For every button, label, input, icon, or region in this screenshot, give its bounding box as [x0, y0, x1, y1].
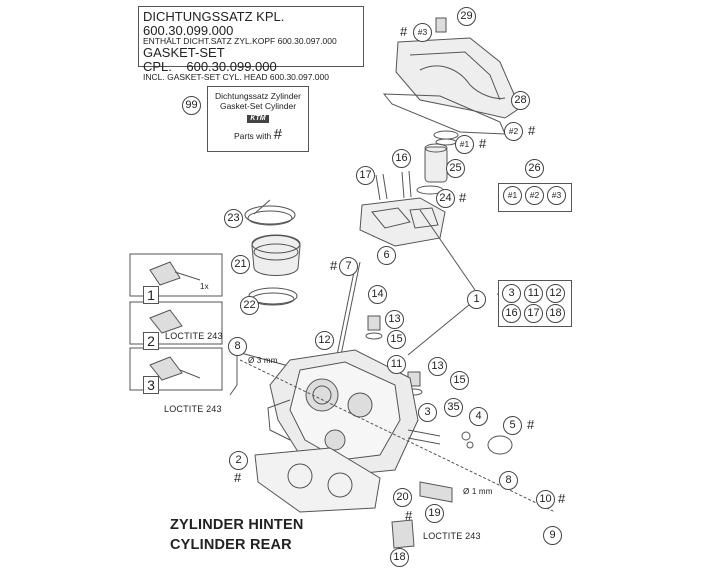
parts-with-label: Parts with: [233, 130, 272, 141]
hash-mark-7: #: [330, 258, 338, 273]
gasket-set-en-label: GASKET-SET CPL.: [143, 45, 225, 74]
hash-mark-24: #: [459, 190, 467, 205]
callout-17: 17: [356, 166, 375, 185]
callout-15-upper: 15: [387, 330, 406, 349]
gasket-set-en-note: INCL. GASKET-SET CYL. HEAD 600.30.097.00…: [143, 72, 329, 83]
callout-kit-1: #1: [503, 186, 522, 205]
group-callout-16: 16: [502, 304, 521, 323]
group-callout-18: 18: [546, 304, 565, 323]
callout-15-lower: 15: [450, 371, 469, 390]
callout-8-left: 8: [228, 337, 247, 356]
step-3-label: 3: [143, 376, 159, 394]
hash-mark-2: #: [528, 123, 536, 138]
callout-11: 11: [387, 355, 406, 374]
parts-with-hash: #: [273, 125, 283, 143]
group-callout-17: 17: [524, 304, 543, 323]
callout-2: #2: [504, 122, 523, 141]
head-gasket: [254, 447, 381, 513]
callout-18: 18: [390, 548, 409, 567]
callout-10: 10: [536, 490, 555, 509]
gasket-set-de-label: DICHTUNGSSATZ KPL.: [143, 9, 285, 24]
callout-26: 26: [525, 159, 544, 178]
hash-mark-2-gasket: #: [234, 470, 242, 485]
intake-boot: [251, 235, 301, 276]
callout-1: #1: [455, 135, 474, 154]
gasket-set-info-box: DICHTUNGSSATZ KPL. 600.30.099.000 ENTHÄL…: [138, 6, 364, 82]
dim-1mm: Ø 1 mm: [463, 487, 493, 496]
callout-13-lower: 13: [428, 357, 447, 376]
title-de: ZYLINDER HINTEN: [170, 517, 304, 533]
callout-4: 4: [469, 407, 488, 426]
callout-3: #3: [413, 23, 432, 42]
callout-13-upper: 13: [385, 310, 404, 329]
dim-3mm: Ø 3 mm: [248, 356, 278, 365]
gasket-set-de-number: 600.30.099.000: [143, 22, 234, 38]
callout-16: 16: [392, 149, 411, 168]
callout-28: 28: [511, 91, 530, 110]
callout-12: 12: [315, 331, 334, 350]
group-callout-11: 11: [524, 284, 543, 303]
callout-35: 35: [444, 398, 463, 417]
callout-9: 9: [543, 526, 562, 545]
kit-title-de: Dichtungssatz Zylinder: [215, 91, 301, 101]
callout-7: 7: [339, 257, 358, 276]
callout-5: 5: [503, 416, 522, 435]
callout-kit-3: #3: [547, 186, 566, 205]
callout-14: 14: [368, 285, 387, 304]
callout-3-stud: 3: [418, 403, 437, 422]
callout-8-right: 8: [499, 471, 518, 490]
hash-mark-20: #: [405, 508, 413, 523]
hash-mark-3: #: [400, 24, 408, 39]
hash-mark-1: #: [479, 136, 487, 151]
callout-21: 21: [231, 255, 250, 274]
step-1-label: 1: [143, 286, 159, 304]
callout-6: 6: [377, 246, 396, 265]
ktm-logo: KTM: [247, 114, 269, 123]
callout-29: 29: [457, 7, 476, 26]
gasket-set-en-number: 600.30.099.000: [186, 58, 277, 74]
callout-23: 23: [224, 209, 243, 228]
callout-25: 25: [446, 159, 465, 178]
step-1-times: 1x: [200, 282, 209, 291]
group-callout-12: 12: [546, 284, 565, 303]
kit-title-en: Gasket-Set Cylinder: [219, 100, 297, 111]
hash-mark-5: #: [527, 417, 535, 432]
callout-24: 24: [436, 189, 455, 208]
step-2-loctite: LOCTITE 243: [165, 331, 223, 341]
callout-2-gasket: 2: [229, 451, 248, 470]
callout-99: 99: [182, 96, 201, 115]
step-2-label: 2: [143, 332, 159, 350]
callout-22: 22: [240, 296, 259, 315]
camshaft-carrier: [359, 197, 446, 247]
valve-cover: [395, 37, 521, 119]
group-callout-3: 3: [502, 284, 521, 303]
callout-1-main: 1: [467, 290, 486, 309]
callout-19: 19: [425, 504, 444, 523]
gasket-set-de-note: ENTHÄLT DICHT.SATZ ZYL.KOPF 600.30.097.0…: [143, 36, 337, 47]
title-en: CYLINDER REAR: [170, 537, 292, 553]
callout-kit-2: #2: [525, 186, 544, 205]
cylinder-gasket-kit-box: Dichtungssatz Zylinder Gasket-Set Cylind…: [207, 86, 309, 152]
hash-mark-10: #: [558, 491, 566, 506]
loctite-label-left: LOCTITE 243: [164, 404, 222, 414]
callout-20: 20: [393, 488, 412, 507]
loctite-label-bottom: LOCTITE 243: [423, 531, 481, 541]
